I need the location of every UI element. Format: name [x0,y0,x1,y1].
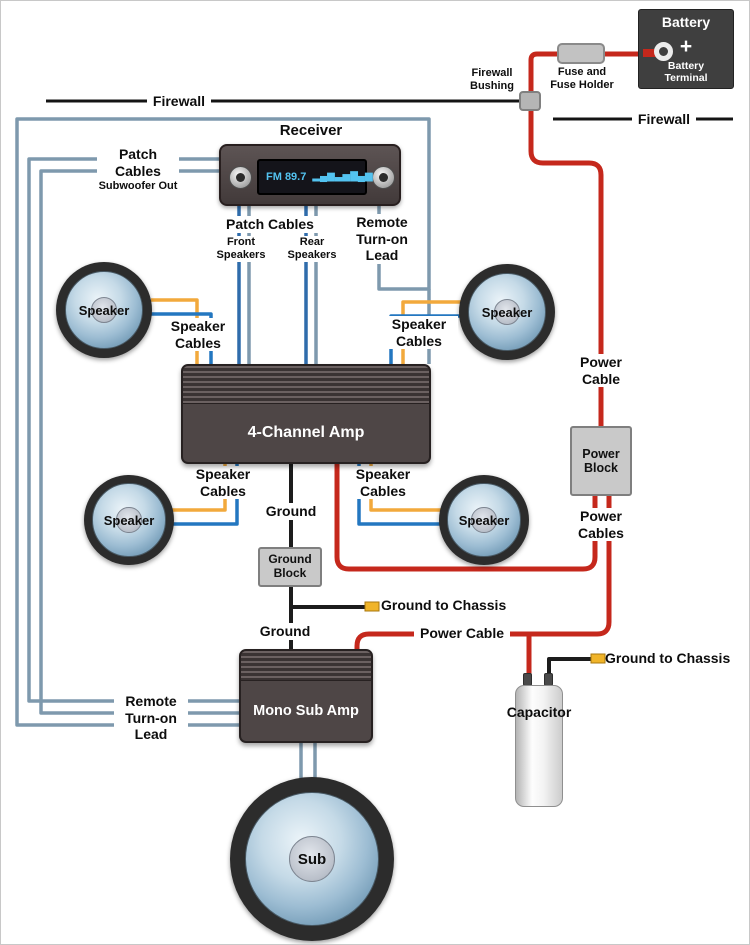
power-wire-main [528,51,653,428]
speaker-cables-label-bottom-right: Speaker Cables [344,466,422,500]
patch-cables-label: Patch Cables [222,216,318,233]
ground-to-chassis-label-mid: Ground to Chassis [381,597,507,613]
remote-turn-on-lead-wire [15,117,431,727]
amp-label: 4-Channel Amp [247,424,365,441]
firewall-label-right: Firewall [632,110,696,128]
heatsink-fins [241,651,371,681]
chassis-connector-mid [364,601,380,612]
power-cable-label-bottom: Power Cable [414,625,510,642]
ground-label-top: Ground [259,503,323,520]
patch-cables-subwoofer-label: Patch Cables [97,146,179,180]
speaker-label: Speaker [78,302,130,318]
speaker-front-right: Speaker [459,264,555,360]
capacitor [515,685,563,807]
speaker-label: Speaker [103,512,155,528]
four-channel-amp: 4-Channel Amp [181,364,431,464]
equalizer-bars-icon: ▂▄▆▃▅▇▄▆ [312,171,373,182]
subwoofer-out-label: Subwoofer Out [87,180,189,193]
tuning-knob-icon [372,166,395,189]
mono-sub-amp: Mono Sub Amp [239,649,373,743]
ground-block: Ground Block [258,547,322,587]
power-cable-label-top: Power Cable [571,354,631,388]
power-wire-amp4 [334,464,598,572]
subwoofer: Sub [230,777,394,941]
speaker-cables-label-bottom-left: Speaker Cables [184,466,262,500]
front-speakers-label: Front Speakers [209,236,273,262]
receiver: FM 89.7 ▂▄▆▃▅▇▄▆ [219,144,401,206]
speaker-label: Speaker [481,304,533,320]
power-block: Power Block [570,426,632,496]
speaker-rear-left: Speaker [84,475,174,565]
speaker-dust-cap [493,298,521,326]
battery-label: Battery [661,14,711,30]
speaker-rear-right: Speaker [439,475,529,565]
chassis-connectors [364,601,606,664]
remote-turn-on-lead-label-bottom: Remote Turn-on Lead [114,693,188,743]
subwoofer-label: Sub [297,850,327,868]
battery-terminal-label: Battery Terminal [664,60,708,85]
speaker-dust-cap [471,507,497,533]
power-cables-label: Power Cables [565,508,637,542]
capacitor-label: Capacitor [506,704,572,720]
ground-to-chassis-label-right: Ground to Chassis [605,650,731,666]
speaker-cables-label-top-right: Speaker Cables [380,316,458,350]
fuse-holder [557,43,605,64]
amp-label: Mono Sub Amp [253,703,359,719]
ring-terminal-icon [654,42,673,61]
chassis-connector-right [590,653,606,664]
firewall-bushing-label: Firewall Bushing [470,67,514,92]
frequency-readout: FM 89.7 [266,171,307,183]
volume-knob-icon [229,166,252,189]
speaker-dust-cap [116,507,142,533]
ground-label-bottom: Ground [254,623,316,640]
battery-terminal-icon [643,42,677,62]
receiver-display: FM 89.7 ▂▄▆▃▅▇▄▆ [257,159,373,195]
speaker-dust-cap [90,296,118,324]
rear-speakers-label: Rear Speakers [281,236,343,262]
speaker-front-left: Speaker [56,262,152,358]
firewall-bushing [519,91,541,111]
receiver-label: Receiver [279,122,343,139]
speaker-label: Speaker [458,512,510,528]
speaker-dust-cap [289,836,335,882]
battery-plus-symbol: + [679,35,693,58]
firewall-label-left: Firewall [147,92,211,110]
speaker-cables-label-top-left: Speaker Cables [159,318,237,352]
capacitor-ground-wire [547,657,593,679]
remote-turn-on-lead-label-top: Remote Turn-on Lead [344,214,420,264]
fuse-label: Fuse and Fuse Holder [550,66,614,91]
terminal-wire-stub [643,49,657,57]
heatsink-fins [183,366,429,404]
